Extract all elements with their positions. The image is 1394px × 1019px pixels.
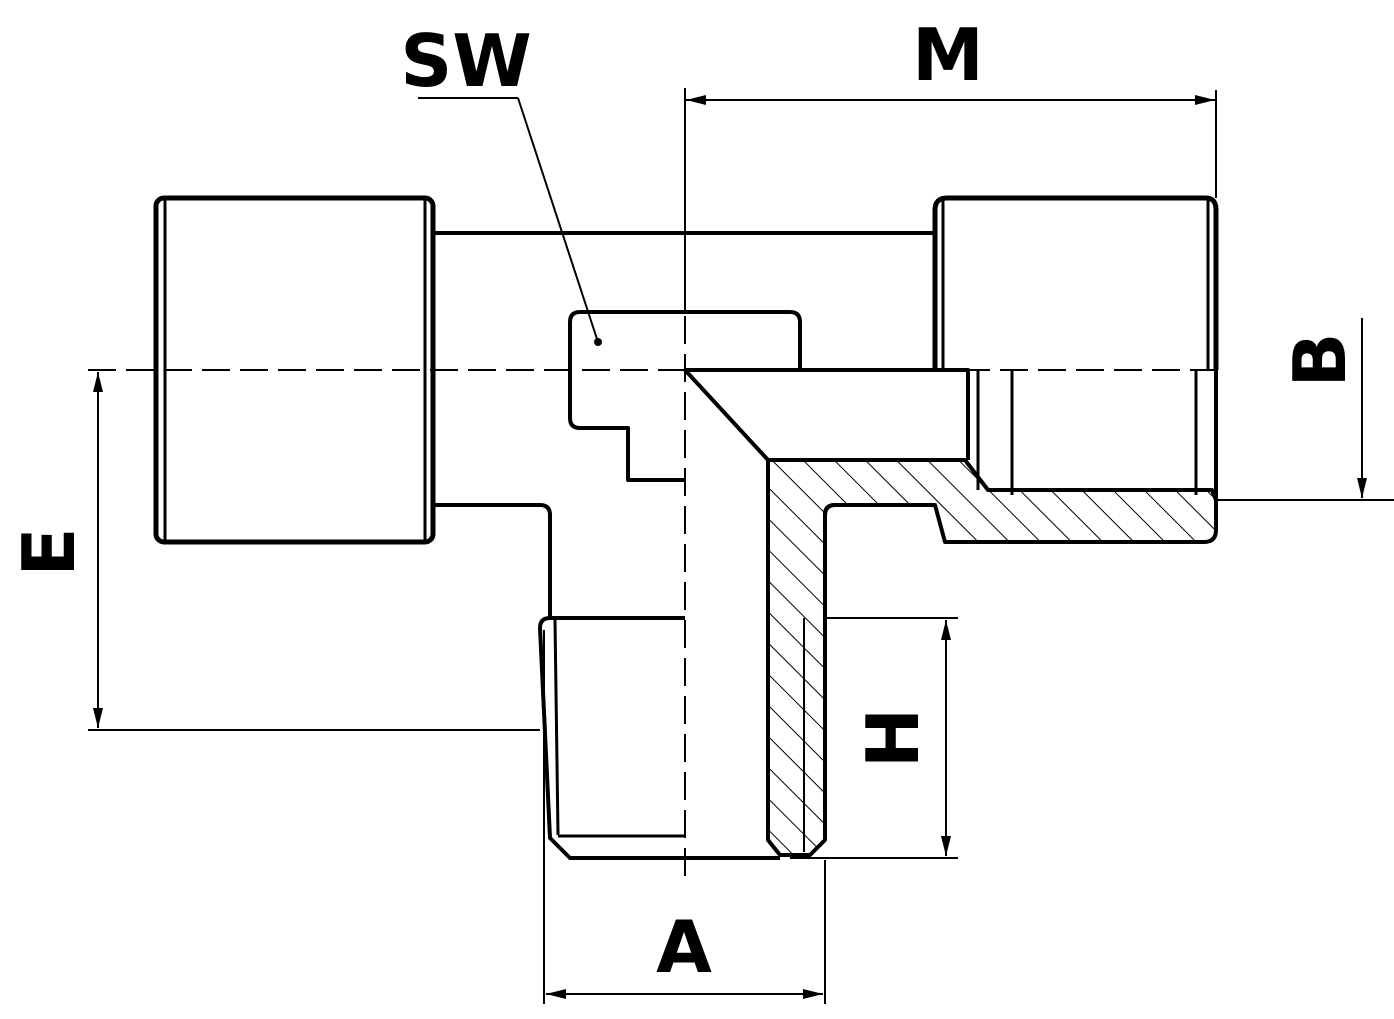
label-a: A xyxy=(656,905,712,989)
inner-bore xyxy=(683,368,1218,505)
dimension-a xyxy=(543,630,826,1004)
dimension-e xyxy=(88,372,540,731)
center-lines xyxy=(88,88,1225,880)
male-thread xyxy=(538,616,780,860)
left-nut xyxy=(153,195,436,545)
label-b: B xyxy=(1278,333,1362,388)
label-e: E xyxy=(7,527,91,576)
label-sw: SW xyxy=(400,19,531,103)
label-m: M xyxy=(912,13,984,97)
right-nut xyxy=(932,195,1219,370)
dimension-m xyxy=(684,90,1217,312)
label-h: H xyxy=(851,708,935,768)
dimension-h xyxy=(790,617,958,859)
hex-flat xyxy=(568,310,802,482)
section-hatch xyxy=(766,458,1218,857)
dimension-b xyxy=(1218,318,1394,501)
sw-leader xyxy=(418,97,599,343)
